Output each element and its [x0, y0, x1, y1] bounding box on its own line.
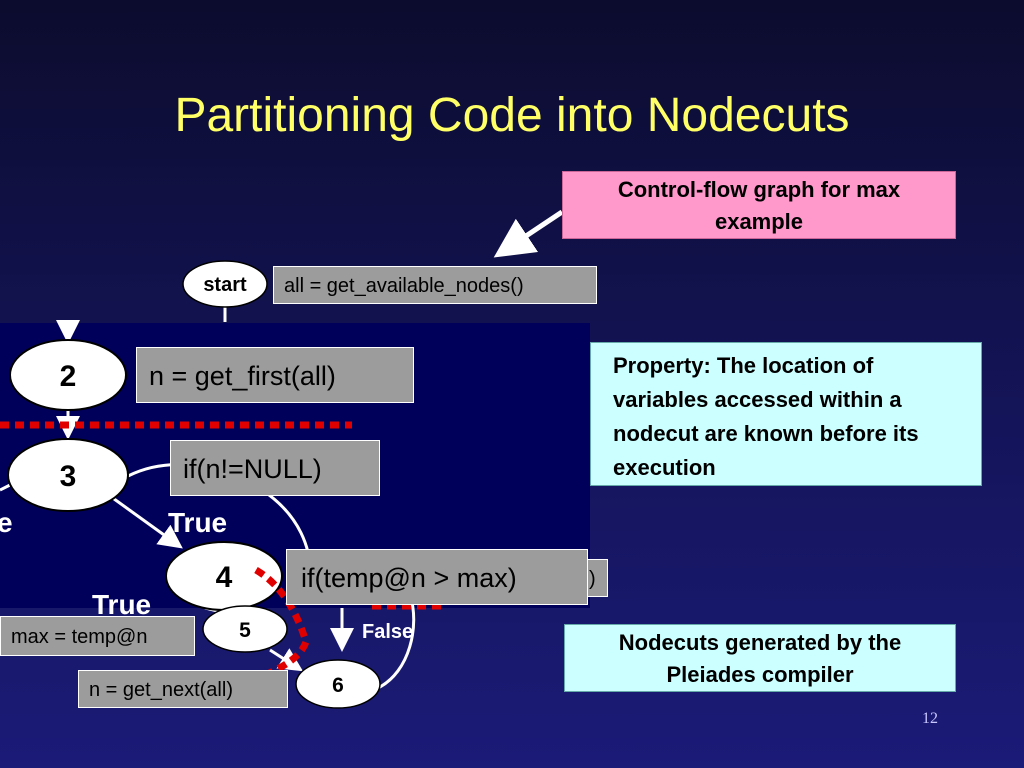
code-node-6: n = get_next(all)	[78, 670, 288, 708]
callout-arrow	[493, 209, 564, 258]
node-start: start	[182, 260, 268, 308]
node-start-label: start	[203, 274, 247, 296]
edge-label-true-4-5: True	[92, 589, 151, 620]
code-node-5: max = temp@n	[0, 616, 195, 656]
code-node-4: if(temp@n > max)	[286, 549, 588, 605]
node-3: 3	[7, 438, 129, 512]
nodecuts-callout: Nodecuts generated by the Pleiades compi…	[564, 624, 956, 692]
node-6: 6	[295, 659, 381, 709]
node-6-label: 6	[332, 674, 344, 697]
edge-5-6	[269, 648, 304, 672]
node-4: 4	[165, 541, 283, 611]
node-5: 5	[202, 605, 288, 653]
code-node-3: if(n!=NULL)	[170, 440, 380, 496]
nodecut-curve	[254, 566, 310, 682]
property-callout: Property: The location of variables acce…	[590, 342, 982, 486]
node-2-label: 2	[60, 360, 77, 393]
code-start: all = get_available_nodes()	[273, 266, 597, 304]
edge-label-false-4-6: False	[362, 621, 413, 643]
node-5-label: 5	[239, 619, 251, 642]
node-3-label: 3	[60, 460, 77, 493]
cfg-callout: Control-flow graph for max example	[562, 171, 956, 239]
edge-3-4	[109, 494, 183, 549]
page-number: 12	[922, 710, 938, 727]
edge-6-back	[377, 594, 416, 690]
node-2: 2	[9, 339, 127, 411]
code-node-2: n = get_first(all)	[136, 347, 414, 403]
edge-label-true-3-4: True	[168, 507, 227, 538]
edge-label-false-3: e	[0, 507, 13, 538]
slide-title: Partitioning Code into Nodecuts	[174, 89, 850, 142]
node-4-label: 4	[216, 561, 233, 594]
